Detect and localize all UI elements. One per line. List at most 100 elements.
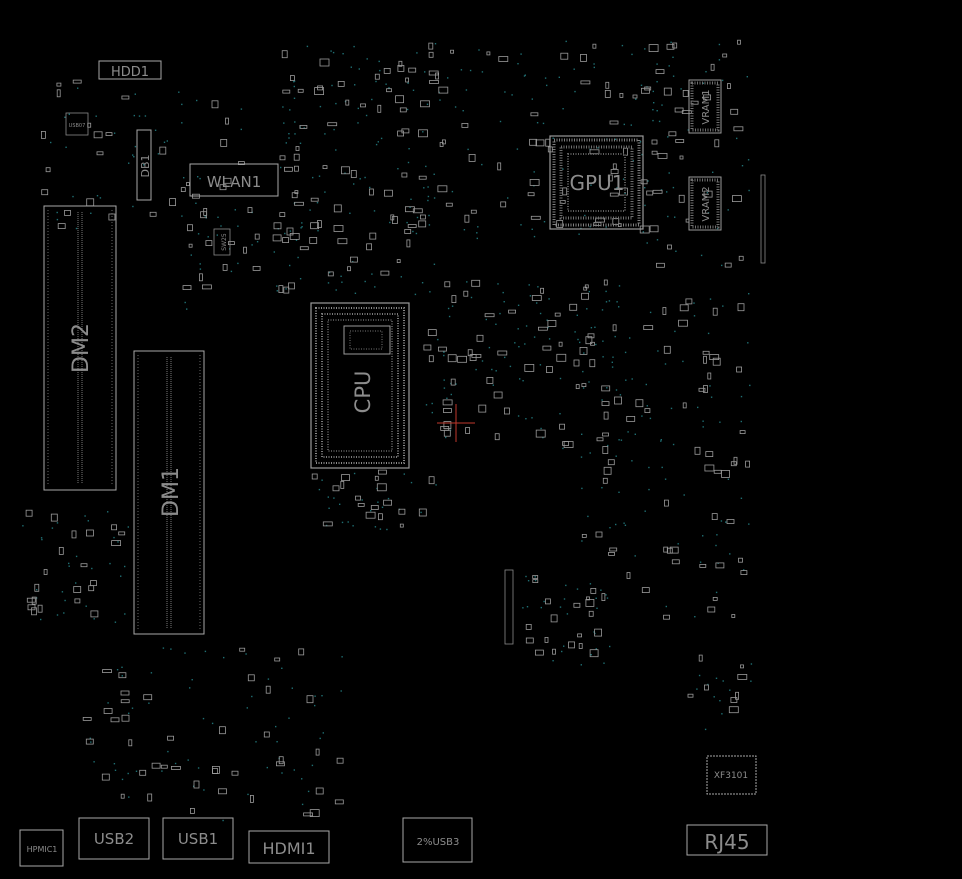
rj45-port[interactable]: RJ45 [686, 824, 768, 856]
db1-connector[interactable]: DB1 [136, 129, 152, 201]
via [454, 106, 457, 108]
cpu-package[interactable]: CPU [310, 302, 410, 469]
via [416, 52, 418, 54]
via [443, 379, 445, 381]
via [547, 326, 549, 329]
smd-pad [589, 359, 596, 368]
via [741, 165, 744, 167]
smd-pad [180, 187, 186, 193]
via [608, 300, 611, 302]
via [217, 216, 219, 218]
smd-pad [467, 349, 473, 357]
via [381, 506, 384, 508]
via [712, 171, 714, 173]
smd-pad [655, 69, 665, 74]
smd-pad [619, 93, 624, 98]
smd-pad [397, 130, 405, 137]
smd-pad [651, 150, 658, 155]
via [154, 129, 157, 131]
vram1-chip[interactable]: VRAM1 [688, 79, 722, 134]
smd-pad [310, 197, 319, 202]
via [747, 159, 750, 161]
smd-pad [396, 259, 401, 264]
gpu1-package[interactable]: GPU1 [549, 135, 644, 230]
smd-pad [580, 80, 591, 85]
via [40, 618, 42, 621]
wlan1-connector[interactable]: WLAN1 [189, 163, 279, 197]
via [113, 536, 115, 539]
via [718, 59, 721, 61]
via [706, 191, 709, 194]
via [542, 122, 545, 125]
via [380, 137, 383, 140]
smd-pad [399, 523, 404, 528]
via [652, 109, 654, 111]
via [533, 336, 536, 338]
via [715, 591, 718, 594]
smd-pad [703, 94, 711, 101]
via [528, 284, 530, 286]
via [335, 102, 337, 105]
via [729, 553, 731, 555]
smd-pad [96, 151, 104, 156]
xf3101-transformer[interactable]: XF3101 [706, 755, 757, 795]
via [135, 770, 138, 772]
hpmic1-jack[interactable]: HPMIC1 [19, 829, 64, 867]
via [443, 387, 446, 389]
usb2-port[interactable]: USB2 [78, 817, 150, 860]
via [445, 436, 447, 439]
via [75, 227, 78, 230]
via [543, 600, 545, 603]
via [668, 65, 670, 67]
via [533, 235, 536, 238]
via [276, 290, 278, 292]
usb3-port[interactable]: 2%USB3 [402, 817, 473, 863]
smd-pad [441, 139, 446, 145]
smd-pad [607, 459, 615, 466]
smd-pad [314, 87, 325, 95]
via [615, 455, 617, 457]
via [595, 343, 597, 346]
smd-pad [72, 79, 82, 84]
via [590, 654, 592, 656]
via [589, 225, 591, 228]
dm2-slot[interactable]: DM2 [43, 205, 117, 491]
sw25-switch[interactable]: SW25 [213, 228, 231, 256]
smd-pad [41, 189, 49, 196]
smd-pad [160, 764, 168, 769]
via [709, 385, 711, 387]
smd-pad [602, 477, 608, 484]
via [504, 91, 506, 93]
vram2-chip[interactable]: VRAM2 [688, 176, 722, 231]
mid-vertical-connector[interactable] [504, 569, 514, 645]
hdmi1-port[interactable]: HDMI1 [248, 830, 330, 864]
via [527, 580, 530, 582]
usb1-port[interactable]: USB1 [162, 817, 234, 860]
dm1-slot[interactable]: DM1 [133, 350, 205, 635]
via [220, 225, 222, 227]
via [656, 63, 658, 65]
via [586, 308, 588, 310]
smd-pad [34, 583, 40, 592]
via [631, 460, 633, 462]
via [410, 198, 412, 200]
smd-pad [71, 530, 77, 539]
via [666, 191, 668, 193]
via [433, 197, 436, 199]
smd-pad [334, 799, 344, 805]
smd-pad [722, 53, 728, 58]
via [144, 115, 147, 117]
via [289, 264, 291, 267]
usb-controller-chip[interactable]: USB07 [65, 112, 89, 136]
hdd1-connector[interactable]: HDD1 [98, 60, 162, 80]
smd-pad [674, 107, 684, 113]
smd-pad [663, 614, 670, 620]
via [576, 588, 579, 590]
via [478, 49, 480, 51]
via [318, 488, 321, 491]
right-edge-connector[interactable] [760, 174, 766, 264]
via [581, 487, 583, 490]
via [616, 301, 618, 303]
via [709, 298, 712, 300]
smd-pad [530, 112, 539, 117]
